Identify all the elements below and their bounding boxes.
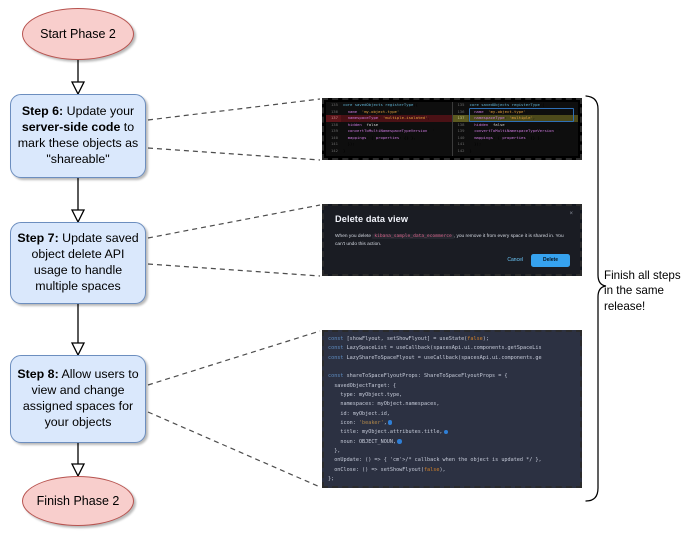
code-line: const LazyShareToSpaceFlyout = useCallba… bbox=[328, 354, 542, 361]
step-6-body-a: Update your bbox=[63, 104, 135, 119]
node-finish-phase-2[interactable]: Finish Phase 2 bbox=[22, 476, 134, 526]
step-8-prefix: Step 8: bbox=[17, 367, 59, 382]
step-7-body: Update saved object delete API usage to … bbox=[31, 231, 139, 293]
modal-body: When you delete kibana_sample_data_ecomm… bbox=[335, 233, 569, 248]
step-7-prefix: Step 7: bbox=[17, 231, 59, 246]
code-line: title: myObject.attributes.title, bbox=[328, 428, 576, 437]
callout-delete-modal-screenshot[interactable]: × Delete data view When you delete kiban… bbox=[322, 204, 582, 276]
step-6-prefix: Step 6: bbox=[21, 104, 64, 119]
modal-footer: Cancel Delete bbox=[507, 253, 570, 267]
code-line: const LazySpaceList = useCallback(spaces… bbox=[328, 345, 542, 352]
diff-line: 142} bbox=[330, 147, 346, 153]
diff-line: 140 mappings: { properties: {} }, bbox=[330, 134, 416, 140]
code-line bbox=[328, 363, 576, 372]
diff-line: 139 convertToMultiNamespaceTypeVersion: … bbox=[457, 128, 561, 134]
info-dot-icon bbox=[443, 429, 449, 435]
node-label: Finish Phase 2 bbox=[36, 494, 120, 508]
diff-line: 137 namespaceType: 'multiple', bbox=[452, 115, 578, 122]
code-line: type: myObject.type, bbox=[328, 392, 403, 399]
step-8-body: Allow users to view and change assigned … bbox=[22, 367, 139, 429]
diff-line: 141 }); bbox=[457, 141, 482, 147]
close-icon[interactable]: × bbox=[569, 211, 573, 217]
callout-react-code-screenshot[interactable]: const [showFlyout, setShowFlyout] = useS… bbox=[322, 330, 582, 488]
node-step-8-text: Step 8: Allow users to view and change a… bbox=[17, 367, 139, 431]
code-block: const [showFlyout, setShowFlyout] = useS… bbox=[328, 335, 576, 485]
node-step-8[interactable]: Step 8: Allow users to view and change a… bbox=[10, 355, 146, 443]
modal-body-after: , you remove it from every space it is s… bbox=[335, 234, 564, 247]
code-line: icon: 'beaker', bbox=[328, 419, 576, 428]
info-dot-icon bbox=[387, 420, 393, 425]
node-label: Start Phase 2 bbox=[40, 27, 116, 41]
delete-data-view-modal: × Delete data view When you delete kiban… bbox=[324, 206, 580, 274]
diff-line: 136 name: 'my-object-type', bbox=[457, 108, 529, 114]
code-line: savedObjectTarget: { bbox=[328, 382, 397, 389]
diff-line: 141 }); bbox=[330, 141, 355, 147]
diff-line: 138 hidden: false, bbox=[457, 121, 507, 127]
code-line: const shareToSpaceFlyoutProps: ShareToSp… bbox=[328, 373, 508, 380]
diff-line: 142} bbox=[457, 147, 472, 153]
code-line: onUpdate: () => { 'cm'>/* callback when … bbox=[328, 457, 542, 464]
delete-button[interactable]: Delete bbox=[530, 253, 570, 267]
code-line: }, bbox=[328, 448, 341, 455]
diff-line: 139 convertToMultiNamespaceTypeVersion: … bbox=[330, 128, 435, 134]
code-line: }; bbox=[328, 476, 335, 483]
step-6-body-b: to mark these objects as "shareable" bbox=[17, 120, 139, 166]
modal-title: Delete data view bbox=[335, 214, 409, 224]
node-step-6[interactable]: Step 6: Update your server-side code to … bbox=[10, 94, 146, 178]
cancel-button[interactable]: Cancel bbox=[507, 257, 523, 264]
release-annotation: Finish all steps in the same release! bbox=[604, 269, 681, 313]
node-step-6-text: Step 6: Update your server-side code to … bbox=[17, 104, 139, 168]
diff-line: 137 namespaceType: 'multiple-isolated', bbox=[326, 115, 452, 122]
code-line: id: myObject.id, bbox=[328, 410, 390, 417]
code-line: onClose: () => setShowFlyout(false), bbox=[328, 466, 446, 473]
modal-body-object-name: kibana_sample_data_ecommerce bbox=[372, 234, 454, 239]
code-line: namespaces: myObject.namespaces, bbox=[328, 401, 440, 408]
diff-line: 138 hidden: false, bbox=[330, 121, 381, 127]
code-line: noun: OBJECT_NOUN, bbox=[328, 438, 576, 447]
modal-body-before: When you delete bbox=[335, 234, 373, 239]
diff-highlight-outline bbox=[468, 108, 574, 123]
info-dot-icon bbox=[397, 438, 402, 444]
diff-line: 140 mappings: { properties: {} }, bbox=[457, 134, 543, 140]
node-step-7[interactable]: Step 7: Update saved object delete API u… bbox=[10, 222, 146, 304]
step-6-emphasis: server-side code bbox=[21, 120, 121, 135]
code-line: const [showFlyout, setShowFlyout] = useS… bbox=[328, 336, 489, 342]
node-start-phase-2[interactable]: Start Phase 2 bbox=[22, 8, 134, 60]
diff-line: 136 name: 'my-object-type', bbox=[330, 108, 402, 114]
node-step-7-text: Step 7: Update saved object delete API u… bbox=[17, 231, 139, 295]
